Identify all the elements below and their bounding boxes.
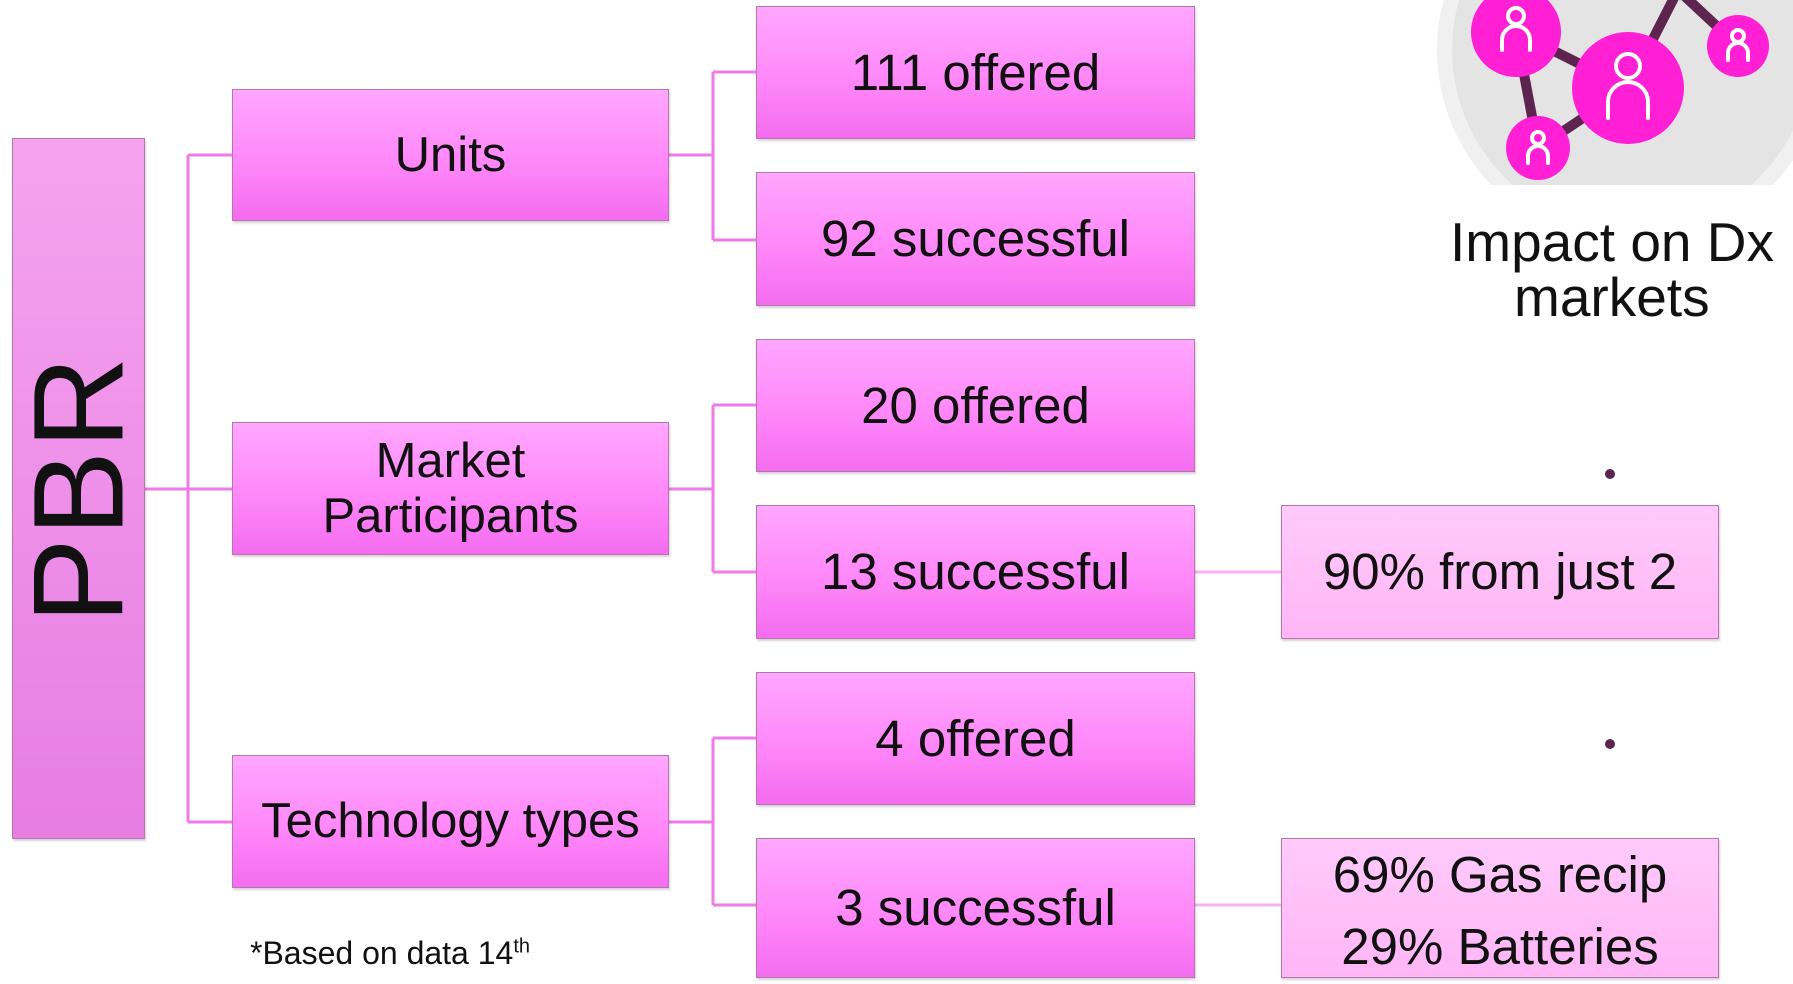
branch-technology-types-label: Technology types (261, 794, 640, 849)
footnote: *Based on data 14th (250, 935, 530, 972)
branch-units: Units (232, 89, 669, 221)
technology-successful: 3 successful (756, 838, 1195, 978)
detail-technology-line1: 69% Gas recip (1332, 846, 1668, 903)
units-offered: 111 offered (756, 6, 1195, 139)
branch-technology-types: Technology types (232, 755, 669, 888)
units-successful: 92 successful (756, 172, 1195, 306)
impact-heading-line1: Impact on Dx (1450, 211, 1775, 273)
detail-technology-line2: 29% Batteries (1341, 918, 1659, 976)
impact-heading: Impact on Dx markets (1400, 215, 1793, 325)
root-label: PBR (6, 353, 150, 624)
participants-offered-label: 20 offered (861, 376, 1090, 434)
detail-technology-mix: 69% Gas recip 29% Batteries (1281, 838, 1719, 978)
units-offered-label: 111 offered (850, 43, 1101, 101)
people-network-icon (1437, 0, 1793, 185)
technology-successful-label: 3 successful (835, 879, 1116, 937)
person-icon (1726, 28, 1750, 62)
root-node-pbr: PBR (7, 138, 150, 839)
participants-successful-label: 13 successful (821, 543, 1130, 601)
units-successful-label: 92 successful (821, 210, 1130, 268)
footnote-sup: th (513, 935, 531, 958)
person-icon (1606, 52, 1650, 120)
branch-market-participants-label: Market Participants (322, 433, 579, 543)
participants-offered: 20 offered (756, 339, 1195, 472)
detail-participants-concentration: 90% from just 2 (1281, 505, 1719, 639)
technology-offered: 4 offered (756, 672, 1195, 805)
footnote-text: *Based on data 14 (250, 935, 514, 971)
bullet-dot (1605, 739, 1615, 749)
participants-successful: 13 successful (756, 505, 1195, 639)
person-icon (1526, 130, 1550, 165)
technology-offered-label: 4 offered (875, 709, 1076, 767)
impact-heading-line2: markets (1514, 266, 1710, 328)
detail-participants-label: 90% from just 2 (1322, 543, 1678, 601)
person-icon (1500, 6, 1532, 52)
bullet-dot (1605, 469, 1615, 479)
branch-units-label: Units (394, 127, 507, 182)
branch-market-participants: Market Participants (232, 422, 669, 555)
